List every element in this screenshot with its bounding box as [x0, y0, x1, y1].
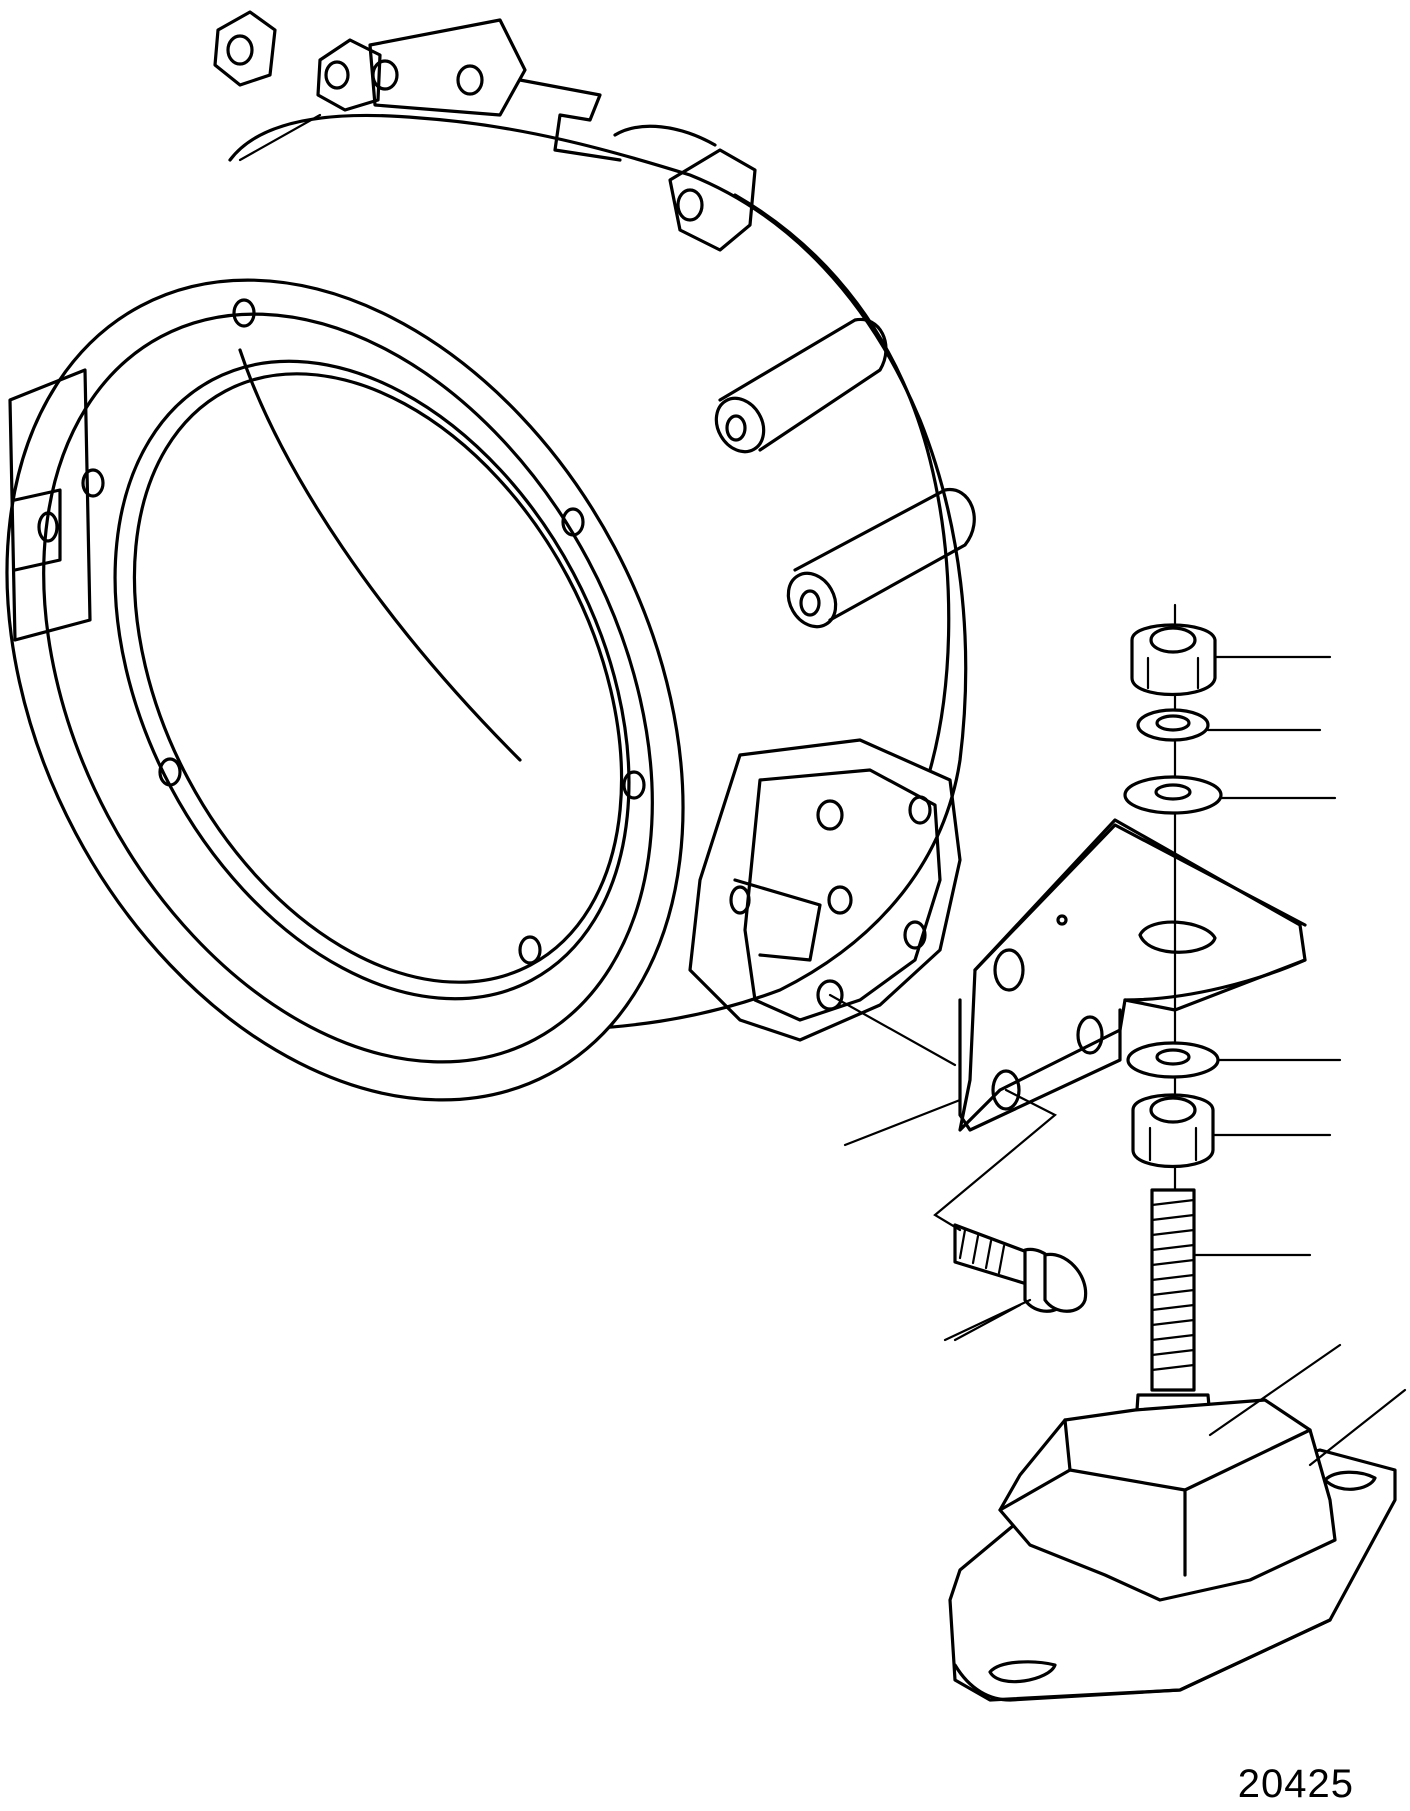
flywheel-housing	[0, 12, 974, 1217]
drawing-number: 20425	[1237, 1762, 1354, 1806]
flange-bolt	[955, 1225, 1086, 1340]
leader-lines	[240, 115, 1405, 1465]
rubber-mount	[950, 1400, 1395, 1700]
fastener-stack	[1125, 605, 1221, 1220]
mounting-bracket	[935, 820, 1305, 1230]
